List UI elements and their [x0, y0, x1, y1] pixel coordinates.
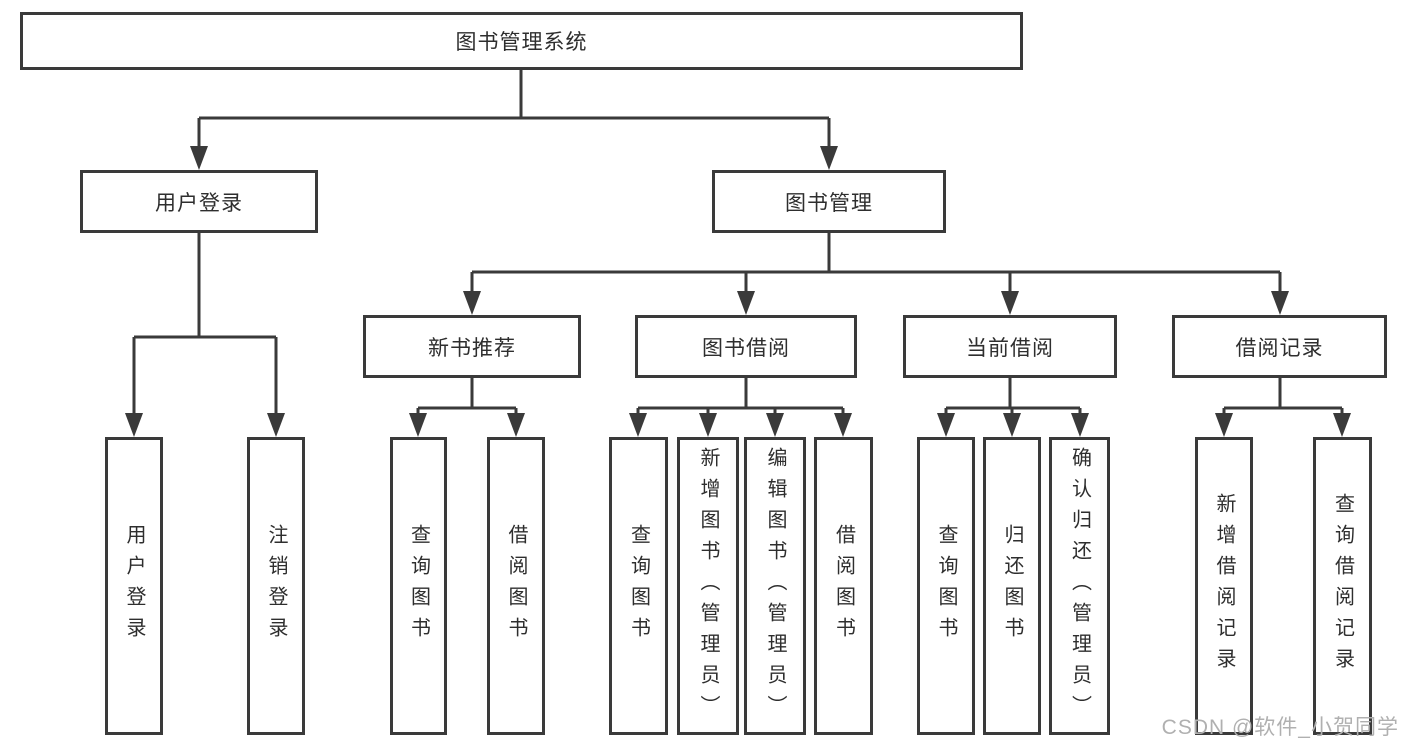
leaf-borrow-books-1: 借阅图书	[487, 437, 545, 735]
connector-current-borrowing-to-children	[937, 378, 1089, 437]
connector-book-borrowing-to-children	[629, 378, 852, 437]
leaf-return-books: 归还图书	[983, 437, 1041, 735]
node-new-book-recommendation: 新书推荐	[363, 315, 581, 378]
leaf-add-book-admin: 新增图书（管理员）	[677, 437, 739, 735]
node-book-borrowing: 图书借阅	[635, 315, 857, 378]
leaf-confirm-return-admin: 确认归还（管理员）	[1049, 437, 1110, 735]
leaf-user-login: 用户登录	[105, 437, 163, 735]
leaf-edit-book-admin: 编辑图书（管理员）	[744, 437, 806, 735]
connector-new-book-recommendation-to-children	[409, 378, 525, 437]
connector-user-login-to-children	[125, 233, 285, 437]
leaf-query-books-3: 查询图书	[917, 437, 975, 735]
leaf-query-borrow-record: 查询借阅记录	[1313, 437, 1372, 735]
node-borrowing-records: 借阅记录	[1172, 315, 1387, 378]
connector-borrowing-records-to-children	[1215, 378, 1351, 437]
leaf-query-books-2: 查询图书	[609, 437, 668, 735]
node-book-management: 图书管理	[712, 170, 946, 233]
node-current-borrowing: 当前借阅	[903, 315, 1117, 378]
leaf-logout-login: 注销登录	[247, 437, 305, 735]
connector-root-to-level2	[190, 70, 838, 170]
connector-book-management-to-level3	[463, 233, 1289, 315]
leaf-query-books-1: 查询图书	[390, 437, 447, 735]
leaf-add-borrow-record: 新增借阅记录	[1195, 437, 1253, 735]
leaf-borrow-books-2: 借阅图书	[814, 437, 873, 735]
node-user-login: 用户登录	[80, 170, 318, 233]
node-library-management-system: 图书管理系统	[20, 12, 1023, 70]
